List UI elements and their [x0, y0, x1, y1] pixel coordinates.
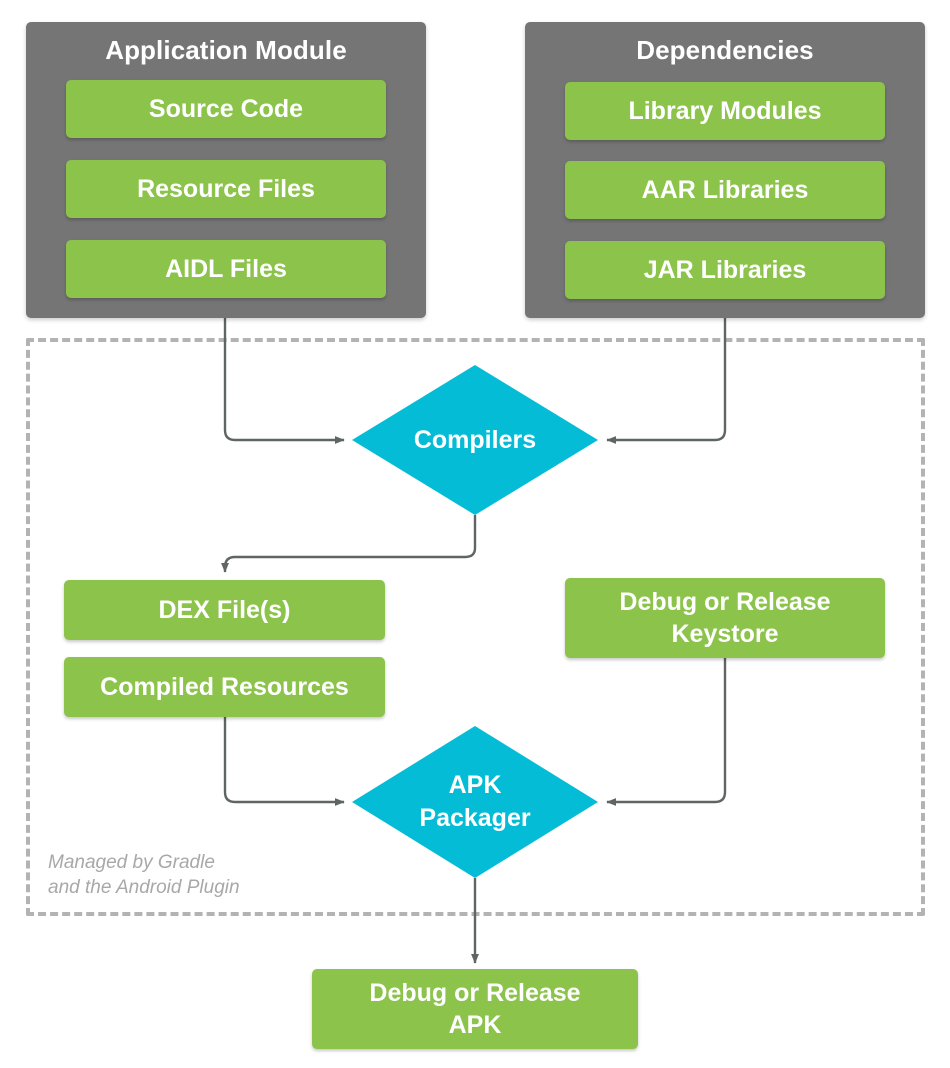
node-library-modules[interactable]: Library Modules	[565, 82, 885, 140]
group-dependencies-title: Dependencies	[636, 35, 814, 65]
node-aidl-files[interactable]: AIDL Files	[66, 240, 386, 298]
node-debug-or-release-apk[interactable]: Debug or Release APK	[312, 969, 638, 1049]
node-keystore-line-2: Keystore	[671, 620, 779, 648]
group-application-module-title: Application Module	[105, 35, 347, 65]
node-aar-libraries[interactable]: AAR Libraries	[565, 161, 885, 219]
node-source-code[interactable]: Source Code	[66, 80, 386, 138]
node-compiled-resources[interactable]: Compiled Resources	[64, 657, 385, 717]
node-apk-packager-label: APK Packager	[352, 726, 598, 878]
node-jar-libraries[interactable]: JAR Libraries	[565, 241, 885, 299]
node-output-apk-line-1: Debug or Release	[369, 979, 581, 1007]
node-dex-files[interactable]: DEX File(s)	[64, 580, 385, 640]
node-output-apk-line-2: APK	[448, 1011, 502, 1039]
apk-packager-diamond-shape	[352, 726, 598, 878]
node-apk-packager-line-1: APK	[448, 771, 502, 799]
compilers-diamond-shape	[352, 365, 598, 515]
node-keystore-line-1: Debug or Release	[619, 588, 831, 616]
node-resource-files[interactable]: Resource Files	[66, 160, 386, 218]
node-compilers-label: Compilers	[413, 425, 537, 454]
node-apk-packager[interactable]: APK Packager	[352, 726, 598, 878]
managed-by-gradle-note: Managed by Gradle and the Android Plugin	[48, 852, 240, 898]
node-compilers[interactable]: Compilers	[352, 365, 598, 515]
node-debug-or-release-keystore[interactable]: Debug or Release Keystore	[565, 578, 885, 658]
node-apk-packager-line-2: Packager	[419, 804, 531, 832]
